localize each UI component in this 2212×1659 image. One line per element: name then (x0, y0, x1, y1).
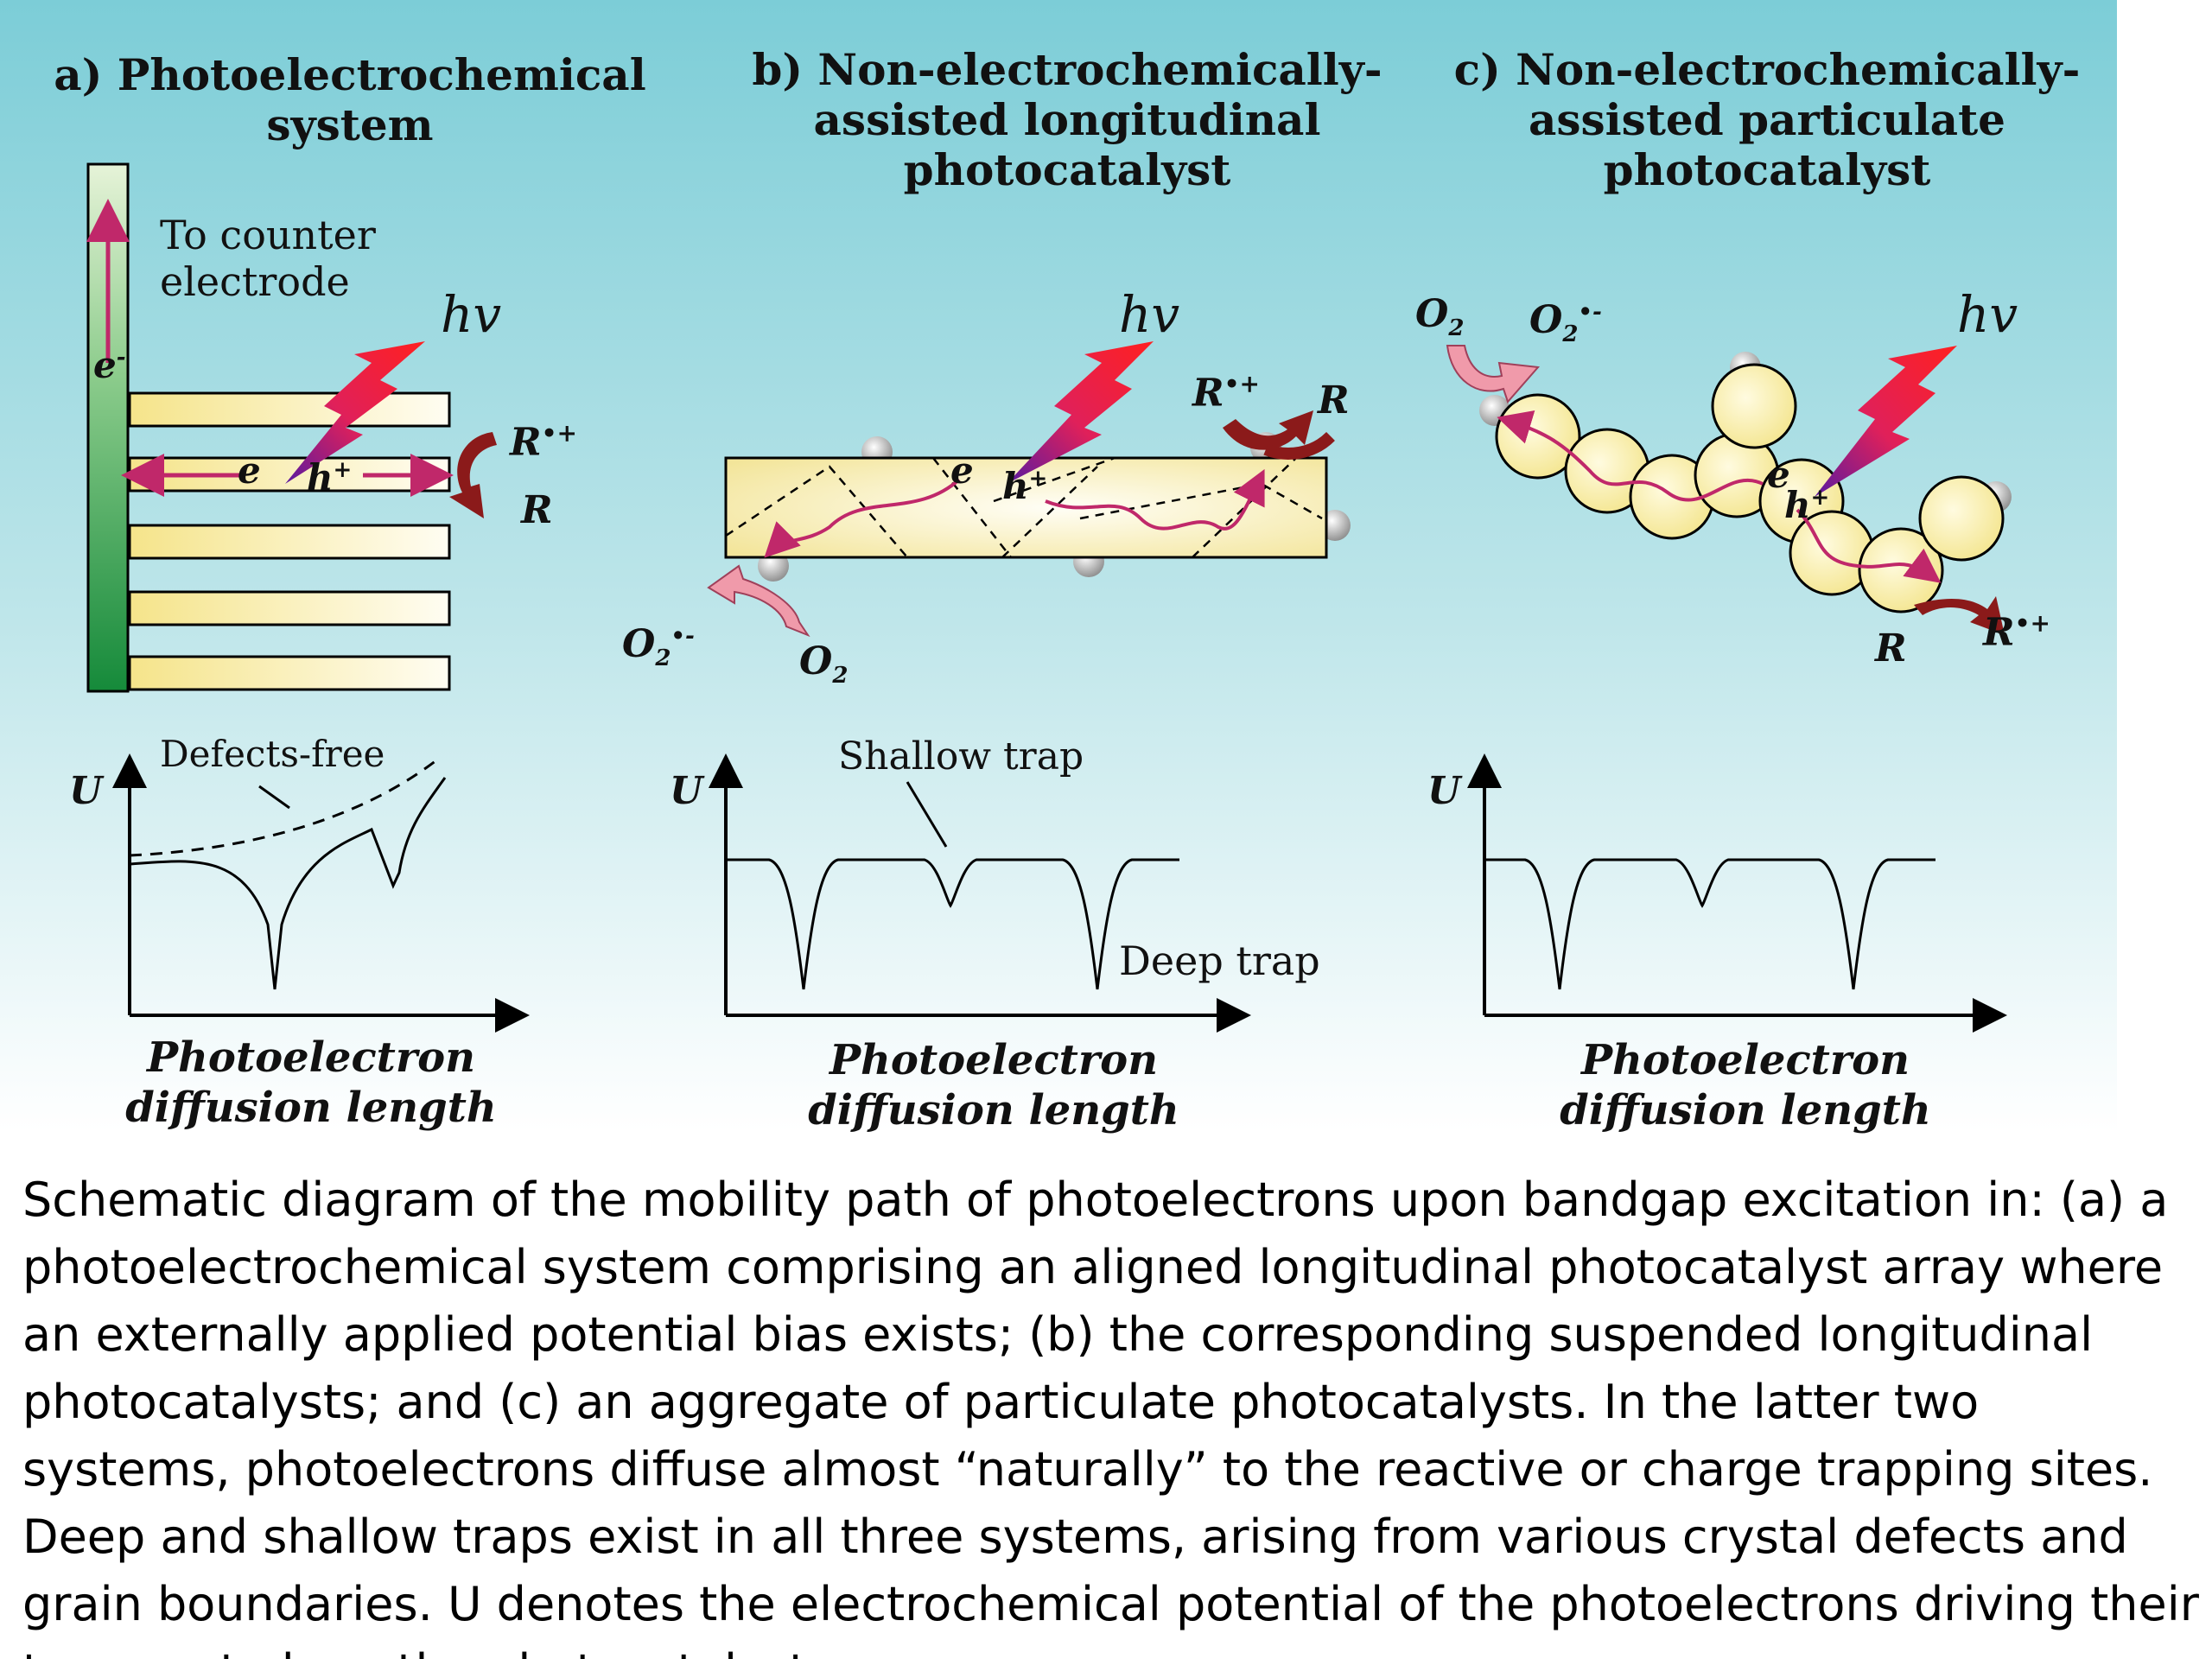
panel-b-title: b) Non-electrochemically- assisted longi… (734, 45, 1400, 195)
panel-a-title: a) Photoelectrochemical system (26, 50, 674, 150)
oxygen-label: O2 (799, 639, 848, 689)
photon-label: hv (441, 285, 501, 344)
x-axis-label: Photoelectron diffusion length (78, 1033, 544, 1133)
reductant-label: R (1875, 626, 1907, 671)
superoxide-label: O2•- (1529, 298, 1602, 347)
electron-label: e (950, 449, 974, 492)
superoxide-label: O2•- (622, 622, 695, 671)
oxidized-reductant-label: R•+ (1192, 370, 1260, 416)
reductant-label: R (521, 488, 553, 532)
counter-electrode-label: To counter electrode (160, 212, 376, 305)
oxidized-reductant-label: R•+ (510, 419, 577, 465)
defects-free-label: Defects-free (160, 733, 385, 775)
hole-label: h+ (307, 456, 352, 499)
hole-label: h+ (1784, 484, 1829, 526)
figure-caption: Schematic diagram of the mobility path o… (22, 1166, 2200, 1659)
oxidized-reductant-label: R•+ (1983, 609, 2050, 655)
potential-axis-label: U (670, 769, 702, 813)
x-axis-label: Photoelectron diffusion length (1512, 1035, 1979, 1135)
photon-label: hv (1119, 285, 1179, 344)
panel-c-title: c) Non-electrochemically- assisted parti… (1434, 45, 2100, 195)
x-axis-label: Photoelectron diffusion length (760, 1035, 1227, 1135)
potential-axis-label: U (69, 769, 102, 813)
oxygen-label: O2 (1415, 292, 1464, 341)
photon-label: hv (1957, 285, 2018, 344)
potential-axis-label: U (1427, 769, 1460, 813)
reductant-label: R (1318, 378, 1350, 423)
shallow-trap-label: Shallow trap (838, 734, 1084, 779)
hole-label: h+ (1002, 465, 1047, 507)
electron-label: e (238, 449, 261, 492)
deep-trap-label: Deep trap (1119, 938, 1320, 984)
electron-label: e- (93, 344, 126, 386)
figure: a) Photoelectrochemical system To counte… (0, 0, 2117, 1132)
